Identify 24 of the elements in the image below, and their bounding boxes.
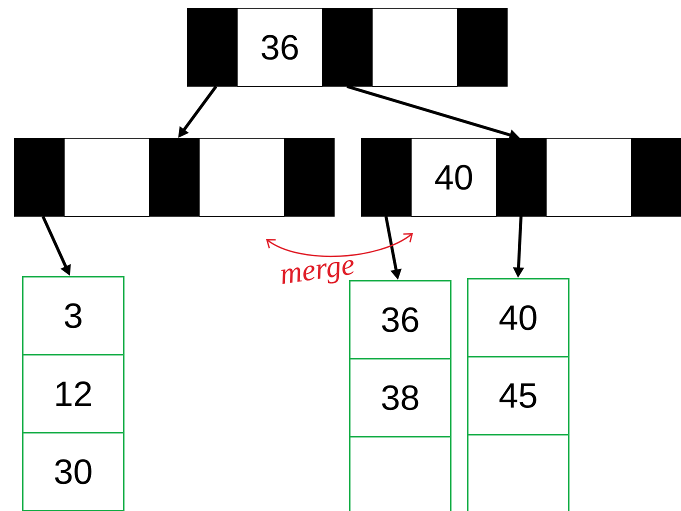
record-cell: 12 xyxy=(22,354,124,434)
pointer-cell xyxy=(149,138,200,216)
record-cell xyxy=(349,436,452,511)
pointer-cell xyxy=(631,138,681,216)
record-cell xyxy=(467,434,570,511)
key-cell xyxy=(199,138,285,217)
key-cell: 40 xyxy=(411,138,497,217)
pointer-cell xyxy=(284,138,334,216)
pointer-cell xyxy=(496,138,546,216)
record-cell: 36 xyxy=(349,280,452,360)
record-cell: 45 xyxy=(467,356,570,436)
key-cell xyxy=(546,138,632,217)
pointer-cell xyxy=(322,8,372,86)
key-cell xyxy=(372,8,458,87)
record-cell: 40 xyxy=(467,278,570,358)
record-cell: 3 xyxy=(22,276,124,356)
pointer-cell xyxy=(361,138,412,216)
record-cell: 30 xyxy=(22,432,124,511)
key-cell: 36 xyxy=(237,8,323,87)
record-cell: 38 xyxy=(349,358,452,438)
pointer-cell xyxy=(187,8,238,86)
pointer-cell xyxy=(14,138,64,216)
key-cell xyxy=(64,138,150,217)
pointer-cell xyxy=(457,8,508,86)
